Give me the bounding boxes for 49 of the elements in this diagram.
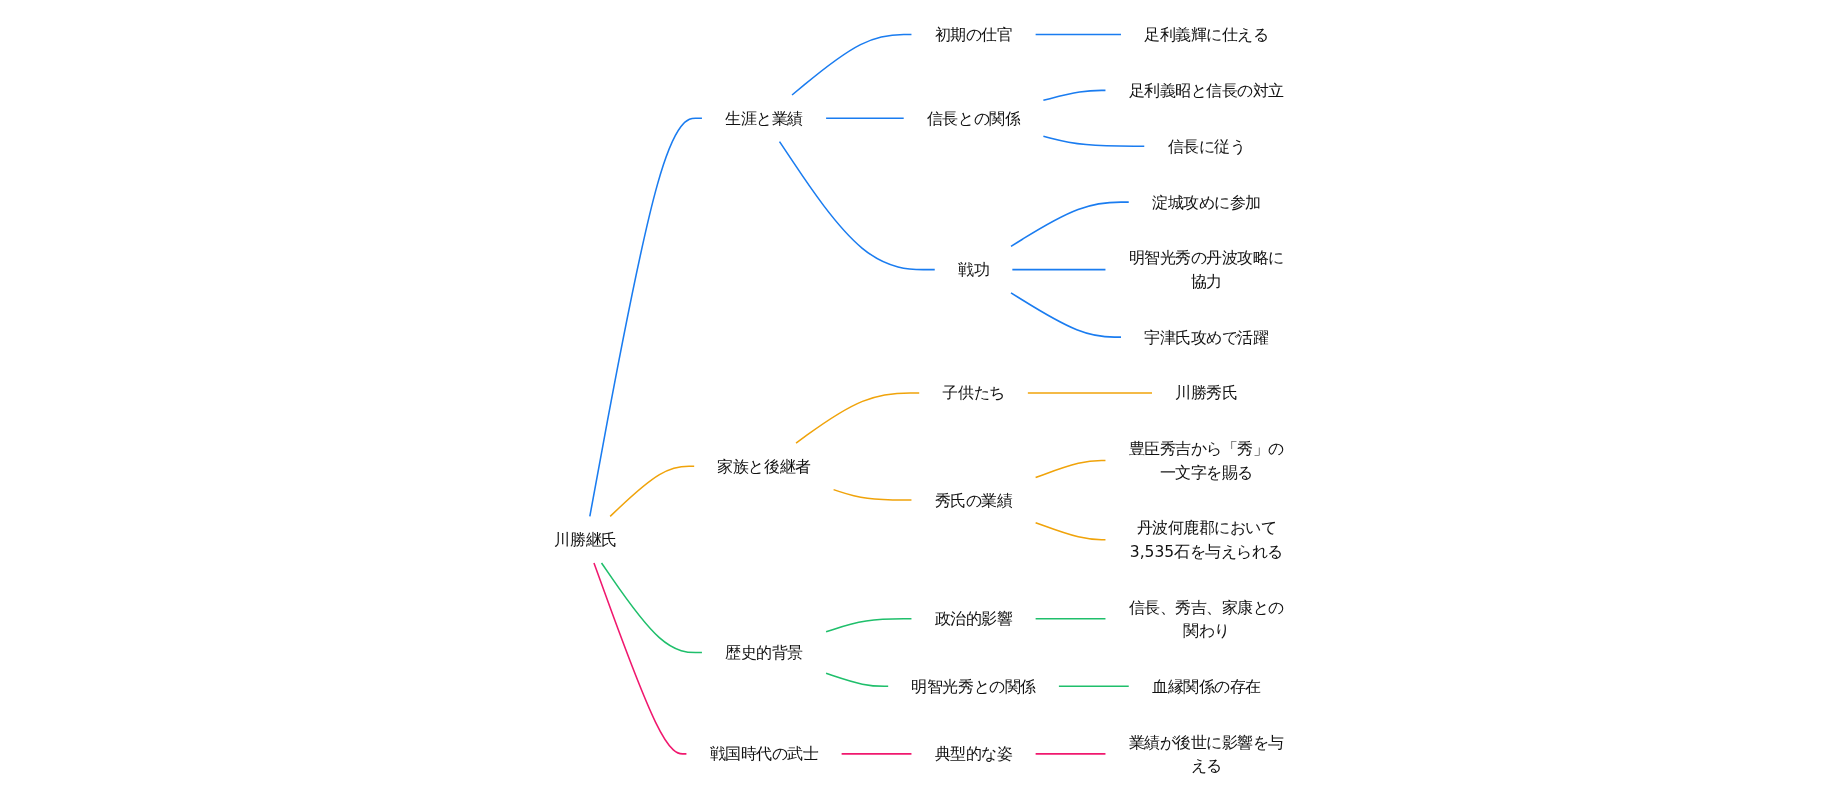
connector [592,562,687,755]
node-text: 生涯と業績 [725,108,803,128]
node-text: 足利義昭と信長の対立 [1128,81,1284,100]
connector [588,117,703,518]
connector [1026,392,1153,394]
node-text: 戦功 [957,260,989,279]
connector [1042,89,1106,102]
node-text: 戦国時代の武士 [709,744,819,764]
node-text: 淀城攻めに参加 [1151,192,1261,212]
node-text: 川勝秀氏 [1175,383,1238,403]
connector [1034,618,1106,620]
connector [1042,135,1145,147]
connector [795,392,920,444]
connector [825,117,905,120]
connector [791,33,912,96]
connector [600,562,703,654]
connector [825,618,912,633]
node-text: 業績が後世に影響を与える [1128,732,1284,775]
connector [840,753,912,755]
connector [1010,201,1130,248]
node-text: 血縁関係の存在 [1151,677,1261,696]
node-text: 典型的な姿 [934,744,1013,764]
node-text: 秀氏の業績 [934,490,1013,510]
connector [1034,753,1106,755]
node-text: 信長に従う [1167,136,1245,156]
connector [1010,292,1122,338]
node-text: 明智光秀との関係 [911,677,1036,696]
node-text: 明智光秀の丹波攻略に協力 [1128,248,1284,291]
node-text: 川勝継氏 [554,530,617,549]
connector [1034,459,1106,479]
node-text: 歴史的背景 [725,643,803,662]
node-text: 豊臣秀吉から「秀」の一文字を賜る [1128,439,1284,482]
connector [1034,33,1122,36]
node-text: 宇津氏攻めで活躍 [1144,327,1269,347]
connector [1057,685,1130,688]
node-text: 足利義輝に仕える [1144,25,1269,44]
node-text: 初期の仕官 [934,25,1013,44]
node-text: 家族と後継者 [717,457,811,476]
node-text: 丹波何鹿郡において3,535石を与えられる [1129,518,1283,561]
node-text: 信長、秀吉、家康との関わり [1128,597,1284,640]
connector [832,488,912,501]
connector [825,672,889,688]
connector [1034,521,1106,541]
connector [609,465,695,518]
connector [778,140,936,271]
node-text: 信長との関係 [926,108,1020,128]
node-text: 政治的影響 [934,609,1013,629]
connector [1011,268,1106,271]
node-text: 子供たち [942,383,1005,403]
